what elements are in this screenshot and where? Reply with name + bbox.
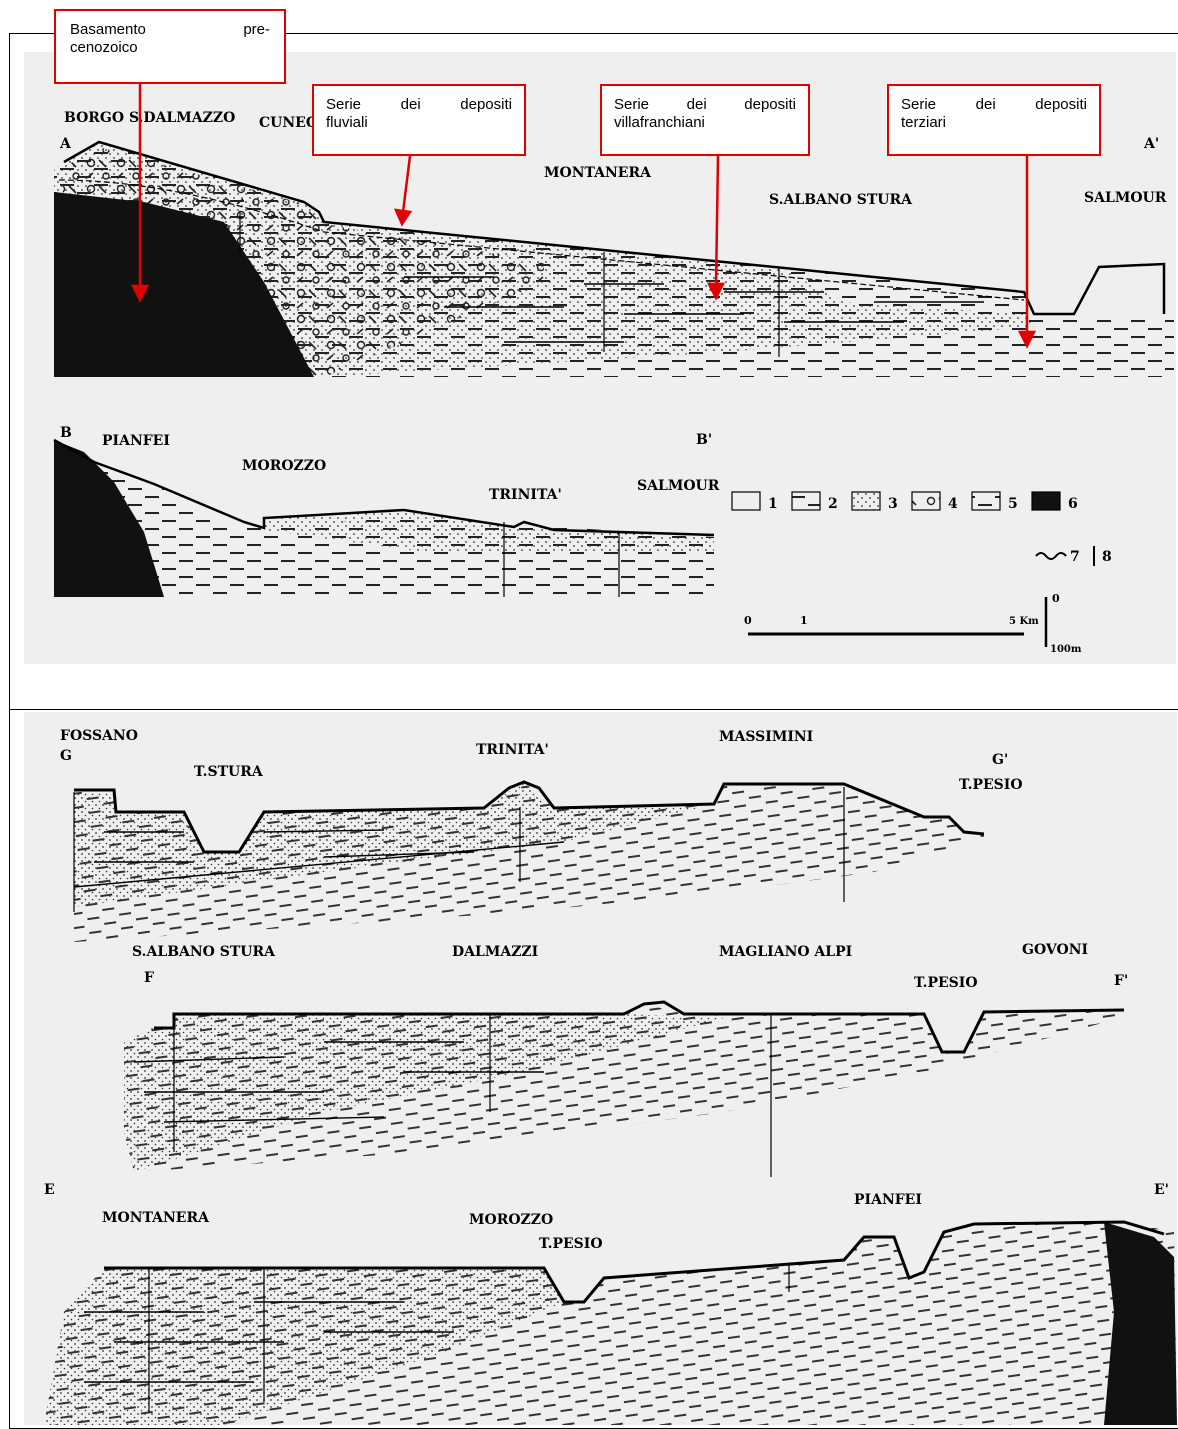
legend-label-2: 2 <box>828 496 838 512</box>
legend-label-7: 7 <box>1070 549 1080 565</box>
callout-villafranchiani-word1: Serie <box>614 96 649 114</box>
legend-label-6: 6 <box>1068 496 1078 512</box>
place-t-stura-g: T.STURA <box>194 764 264 780</box>
cross-sections-g-f-e: G G' FOSSANO T.STURA TRINITA' MASSIMINI … <box>24 712 1177 1425</box>
section-e-end-label: E' <box>1154 1182 1169 1198</box>
arrow-villafranchiani <box>716 156 718 286</box>
scale-mid: 1 <box>800 614 808 627</box>
legend-swatch-3 <box>852 492 880 510</box>
place-trinita-b: TRINITA' <box>489 487 562 503</box>
place-pianfei-e: PIANFEI <box>854 1192 922 1208</box>
scale-start: 0 <box>744 614 752 627</box>
callout-basamento: Basamento pre- cenozoico <box>54 9 286 84</box>
arrow-fluviali <box>403 156 410 212</box>
place-trinita-g: TRINITA' <box>476 742 549 758</box>
legend-swatch-5 <box>972 492 1000 510</box>
place-massimini: MASSIMINI <box>719 729 813 745</box>
legend-swatch-6 <box>1032 492 1060 510</box>
scale-end: 5 Km <box>1009 616 1039 627</box>
section-e-start-label: E <box>44 1182 55 1198</box>
callout-basamento-word1: Basamento <box>70 21 146 39</box>
section-b-end-label: B' <box>696 432 712 448</box>
legend-label-4: 4 <box>948 496 958 512</box>
callout-fluviali-word3: depositi <box>460 96 512 114</box>
place-morozzo-e: MOROZZO <box>469 1212 553 1228</box>
place-govoni: GOVONI <box>1022 942 1088 958</box>
place-morozzo-b: MOROZZO <box>242 458 326 474</box>
legend-label-3: 3 <box>888 496 898 512</box>
callout-terziari: Serie dei depositi terziari <box>887 84 1101 156</box>
callout-basamento-word3: cenozoico <box>70 39 138 56</box>
callout-terziari-word1: Serie <box>901 96 936 114</box>
callout-fluviali: Serie dei depositi fluviali <box>312 84 526 156</box>
callout-villafranchiani: Serie dei depositi villafranchiani <box>600 84 810 156</box>
section-g-end-label: G' <box>992 752 1008 768</box>
section-f-start-label: F <box>144 970 154 986</box>
legend-label-5: 5 <box>1008 496 1018 512</box>
place-pianfei-b: PIANFEI <box>102 433 170 449</box>
place-t-pesio-e: T.PESIO <box>539 1236 603 1252</box>
place-t-pesio-g: T.PESIO <box>959 777 1023 793</box>
bottom-cross-section-panel: G G' FOSSANO T.STURA TRINITA' MASSIMINI … <box>24 712 1177 1425</box>
vscale-bottom: 100m <box>1050 644 1082 655</box>
callout-terziari-word4: terziari <box>901 114 946 131</box>
place-dalmazzi: DALMAZZI <box>452 944 538 960</box>
vscale-top: 0 <box>1052 592 1060 605</box>
section-f-end-label: F' <box>1114 973 1128 989</box>
callout-basamento-word2: pre- <box>243 21 270 39</box>
place-salmour-b: SALMOUR <box>637 478 720 494</box>
callout-villafranchiani-word3: depositi <box>744 96 796 114</box>
place-fossano: FOSSANO <box>60 728 138 744</box>
legend-label-8: 8 <box>1102 549 1112 565</box>
callout-fluviali-word2: dei <box>401 96 421 114</box>
callout-villafranchiani-word2: dei <box>687 96 707 114</box>
place-magliano-alpi: MAGLIANO ALPI <box>719 944 852 960</box>
legend-label-1: 1 <box>768 496 778 512</box>
callout-villafranchiani-word4: villafranchiani <box>614 114 705 131</box>
place-s-albano-stura-f: S.ALBANO STURA <box>132 944 276 960</box>
legend-swatch-2 <box>792 492 820 510</box>
place-montanera-e: MONTANERA <box>102 1210 210 1226</box>
callout-fluviali-word1: Serie <box>326 96 361 114</box>
callout-terziari-word2: dei <box>976 96 996 114</box>
callout-terziari-word3: depositi <box>1035 96 1087 114</box>
place-t-pesio-f: T.PESIO <box>914 975 978 991</box>
section-g-start-label: G <box>60 748 72 764</box>
legend-swatch-4 <box>912 492 940 510</box>
section-b-start-label: B <box>60 425 72 441</box>
callout-fluviali-word4: fluviali <box>326 114 368 131</box>
